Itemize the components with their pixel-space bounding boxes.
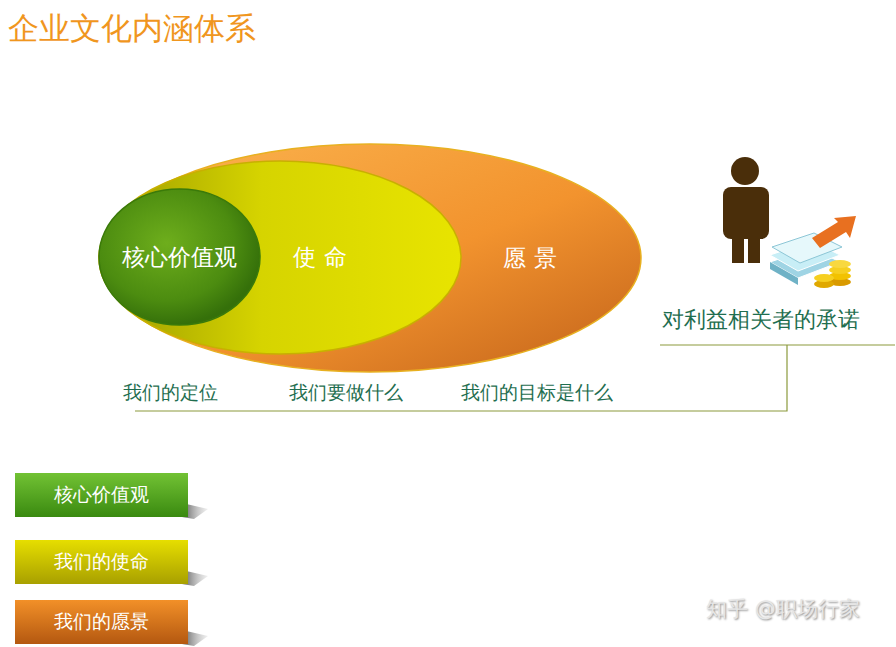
node-label: 使 命 xyxy=(268,160,372,355)
growth-arrow xyxy=(812,216,856,248)
node-label: 愿 景 xyxy=(470,143,590,373)
section-box: 我们的使命 xyxy=(15,540,188,584)
section-box xyxy=(15,600,188,644)
mission-ellipse xyxy=(99,161,461,354)
ring-caption: 我们的目标是什么 xyxy=(461,380,613,406)
node-label: 我们的使命 xyxy=(15,540,188,584)
section-box xyxy=(15,473,188,517)
person-body xyxy=(723,187,769,239)
section-box: 我们的愿景 xyxy=(15,600,188,644)
bill-side xyxy=(770,262,798,285)
money-icon xyxy=(770,216,856,288)
person-leg xyxy=(748,230,760,263)
coin xyxy=(829,260,851,268)
page-title: 企业文化内涵体系 xyxy=(8,8,256,50)
person-head xyxy=(731,157,759,185)
watermark: 知乎 @职场行家 xyxy=(706,595,860,623)
ring-caption: 我们要做什么 xyxy=(289,380,403,406)
person-icon xyxy=(723,157,769,263)
person-leg xyxy=(732,230,744,263)
underline xyxy=(660,344,895,345)
coin xyxy=(814,274,834,282)
core-values-circle: 核心价值观 xyxy=(98,188,261,326)
mission-ellipse: 使 命核心价值观 xyxy=(98,160,462,355)
section-box xyxy=(15,540,188,584)
ring-caption: 我们的定位 xyxy=(123,380,218,406)
core-values-circle xyxy=(99,189,260,325)
vision-ellipse: 愿 景使 命核心价值观 xyxy=(98,143,642,373)
node-label: 我们的愿景 xyxy=(15,600,188,644)
section-box: 核心价值观 xyxy=(15,473,188,517)
node-label: 核心价值观 xyxy=(15,473,188,517)
vision-ellipse xyxy=(99,144,641,372)
stakeholder-caption: 对利益相关者的承诺 xyxy=(662,305,860,335)
node-label: 核心价值观 xyxy=(98,188,261,326)
